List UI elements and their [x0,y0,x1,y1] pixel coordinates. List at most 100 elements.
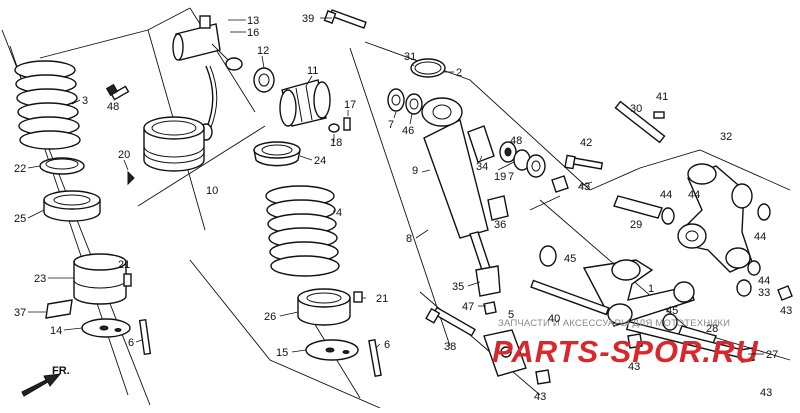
callout-48a: 48 [107,101,119,113]
pin-21b [353,291,363,303]
callout-43e: 43 [760,387,772,399]
callout-36: 36 [494,219,506,231]
bolt-41 [653,111,665,119]
callout-number: 22 [14,163,26,175]
bush-44b [757,203,771,221]
bush-45b [662,313,678,331]
callout-leader [299,155,313,161]
callout-leader [393,111,397,119]
callout-leader [375,343,381,349]
callout-number: 48 [107,101,119,113]
callout-leader [27,165,41,169]
callout-10: 10 [206,185,218,197]
callout-43a: 43 [578,181,593,193]
callout-number: 43 [578,181,590,193]
callout-44c: 44 [754,231,766,243]
callout-number: 31 [404,51,416,63]
pin-6b [368,338,382,378]
nut-47 [483,301,497,315]
damper-body-9 [421,97,501,297]
callout-leader [421,169,431,173]
bolt-17 [343,117,351,131]
callout-number: 44 [754,231,766,243]
adjuster-11 [279,79,331,127]
callout-28: 28 [706,323,718,335]
callout-40: 40 [548,313,560,325]
callout-13: 13 [228,15,259,27]
callout-number: 35 [452,281,464,293]
callout-leader [123,159,129,171]
callout-43d: 43 [534,391,546,403]
callout-5: 5 [508,309,514,321]
callout-number: 3 [82,95,88,107]
callout-20: 20 [118,149,130,171]
callout-21a: 21 [118,259,130,271]
callout-17: 17 [344,99,356,116]
bolt-43c [777,285,793,301]
callout-21b: 21 [362,293,388,305]
callout-number: 4 [336,207,342,219]
bush-44a [661,207,675,225]
pin-30 [614,100,666,144]
arm-1 [582,259,695,327]
callout-number: 47 [462,301,474,313]
callout-leader [71,99,81,105]
bracket-5 [483,329,527,377]
callout-number: 33 [758,287,770,299]
callout-29: 29 [630,219,642,231]
bolt-48a [105,83,130,101]
callout-31: 31 [404,51,416,67]
callout-number: 5 [508,309,514,321]
callout-leader [261,55,265,69]
callout-number: 48 [510,135,522,147]
callout-23: 23 [34,273,74,285]
bolt-38 [425,306,477,337]
callout-number: 37 [14,307,26,319]
spring-4 [265,185,340,277]
clip-31 [410,58,446,78]
callout-number: 45 [666,305,678,317]
callout-number: 34 [476,161,488,173]
callout-leader [27,209,45,219]
callout-number: 10 [206,185,218,197]
reservoir-10 [143,15,243,172]
callout-number: 7 [388,119,394,131]
callout-number: 6 [384,339,390,351]
callout-4: 4 [333,207,342,219]
bolt-40 [530,279,610,316]
callout-leader [135,339,143,343]
callout-leader [497,161,515,171]
callout-42: 42 [580,137,592,149]
collar-34 [467,125,495,163]
callout-6b: 6 [375,339,390,351]
retainer-15 [305,339,359,361]
callout-number: 19 [494,171,506,183]
callout-leader [305,75,313,87]
callout-leader [63,327,83,331]
callout-39: 39 [302,13,332,25]
callout-number: 13 [247,15,259,27]
link-32 [677,163,753,273]
watermark-logo: PARTS-SPOR.RU [492,334,759,369]
bush-45a [539,245,557,267]
callout-45b: 45 [666,305,678,317]
callout-43b: 43 [780,305,792,317]
callout-26: 26 [264,311,299,323]
callout-number: 41 [656,91,668,103]
callout-43c: 43 [628,361,640,373]
callout-number: 40 [548,313,560,325]
nut-43d [627,333,643,349]
callout-number: 43 [628,361,640,373]
callout-number: 25 [14,213,26,225]
retainer-14 [81,318,131,338]
bush-46 [405,93,423,115]
callout-number: 39 [302,13,314,25]
callout-number: 43 [760,387,772,399]
callout-30: 30 [630,103,642,115]
bolt-20 [127,170,135,186]
callout-11: 11 [305,65,318,87]
callout-number: 1 [648,283,654,295]
callout-number: 17 [344,99,356,111]
callout-number: 6 [128,337,134,349]
